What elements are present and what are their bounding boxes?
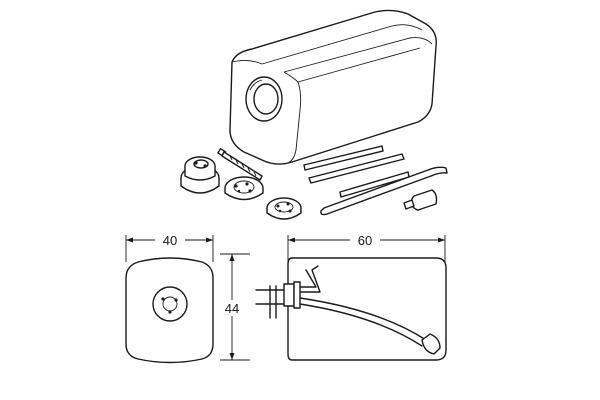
height-dimension-label: 44 — [225, 301, 239, 316]
backing-plate-part — [266, 197, 302, 220]
length-dimension-label: 60 — [358, 233, 372, 248]
length-dimension: 60 — [287, 232, 446, 262]
tank-cap-isometric — [245, 76, 283, 122]
height-dimension: 44 — [217, 253, 250, 361]
tank-body-isometric — [229, 9, 437, 165]
fuel-hose-part — [320, 166, 448, 216]
screw-part — [217, 148, 263, 181]
tank-front-view — [125, 257, 214, 364]
tank-side-view — [255, 257, 447, 361]
clunk-weight-part — [403, 189, 438, 211]
metal-plate-part — [224, 176, 264, 201]
width-dimension-label: 40 — [163, 233, 177, 248]
width-dimension: 40 — [125, 232, 214, 262]
rubber-stopper-part — [180, 156, 220, 194]
